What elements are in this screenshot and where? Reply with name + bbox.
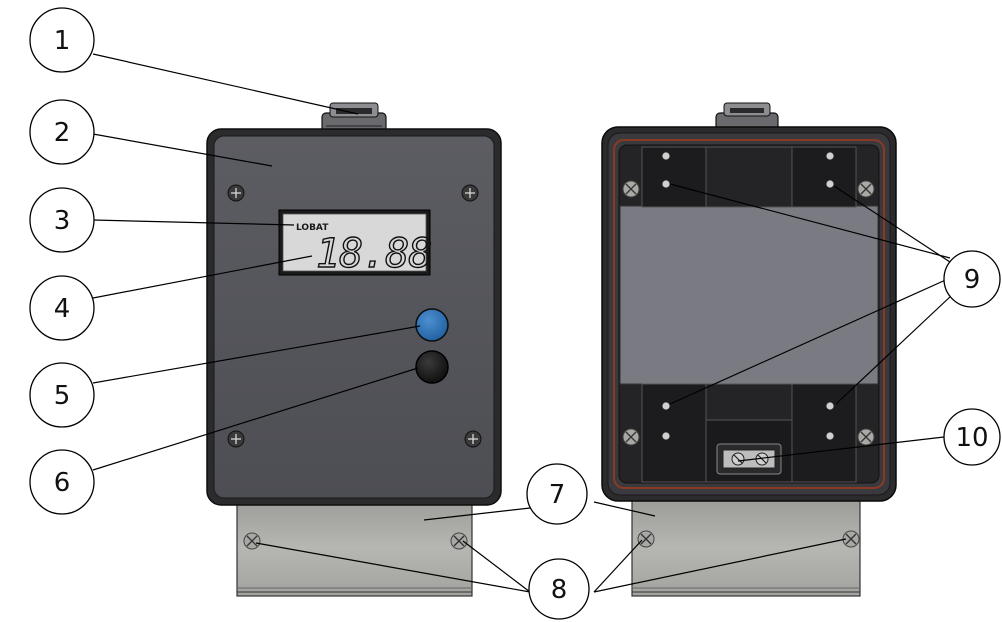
blue-push-button[interactable]	[415, 308, 449, 342]
callout-number: 9	[964, 265, 981, 295]
mounting-hole	[661, 401, 671, 411]
front-corner-screw	[461, 184, 479, 202]
mounting-hole	[825, 151, 835, 161]
bracket-screw	[637, 530, 655, 548]
callout-10: 10	[943, 408, 1001, 466]
cable-clamp	[716, 443, 782, 475]
callout-number: 10	[955, 423, 988, 453]
rear-corner-screw	[857, 428, 875, 446]
bracket-screw	[450, 532, 468, 550]
callout-number: 6	[54, 468, 71, 498]
callout-number: 4	[54, 294, 71, 324]
lcd-digits: 18.88	[316, 231, 431, 277]
leader-line	[593, 538, 847, 593]
callout-1: 1	[29, 7, 95, 73]
callout-7: 7	[526, 463, 588, 525]
front-view: LOBAT 18.88	[206, 102, 502, 597]
black-push-button[interactable]	[415, 350, 449, 384]
leader-line	[92, 133, 273, 167]
front-corner-screw	[227, 184, 245, 202]
lcd-lobat-indicator: LOBAT	[296, 223, 329, 233]
leader-line	[835, 294, 953, 405]
rear-corner-screw	[622, 428, 640, 446]
callout-number: 2	[54, 118, 71, 148]
front-corner-screw	[227, 430, 245, 448]
leader-line	[92, 367, 419, 471]
inner-panel	[619, 205, 879, 385]
callout-4: 4	[29, 275, 95, 341]
leader-line	[669, 277, 951, 405]
callout-number: 7	[549, 480, 566, 510]
top-mounting-blocks	[641, 146, 857, 208]
bracket-screw	[243, 532, 261, 550]
callout-3: 3	[29, 187, 95, 253]
front-mounting-bracket	[236, 499, 473, 597]
mounting-hole	[825, 401, 835, 411]
callout-9: 9	[943, 250, 1001, 308]
rear-corner-screw	[622, 180, 640, 198]
leader-line	[593, 539, 643, 593]
callout-5: 5	[29, 362, 95, 428]
leader-line	[593, 501, 656, 517]
front-corner-screw	[464, 430, 482, 448]
front-enclosure	[206, 128, 502, 506]
callout-2: 2	[29, 99, 95, 165]
leader-line	[462, 540, 531, 593]
callout-number: 8	[551, 575, 568, 605]
callout-number: 5	[54, 381, 71, 411]
callout-6: 6	[29, 449, 95, 515]
lcd-display: LOBAT 18.88	[278, 209, 433, 278]
leader-line	[255, 542, 531, 593]
mounting-hole	[825, 431, 835, 441]
rear-mounting-bracket	[631, 499, 861, 597]
mounting-hole	[661, 179, 671, 189]
leader-line	[833, 185, 951, 263]
leader-line	[92, 53, 359, 115]
mounting-hole	[825, 179, 835, 189]
mounting-hole	[661, 431, 671, 441]
leader-line	[669, 183, 951, 259]
callout-number: 1	[54, 26, 71, 56]
leader-line	[92, 325, 421, 384]
leader-lines	[92, 53, 953, 593]
callout-number: 3	[54, 206, 71, 236]
leader-line	[92, 219, 295, 226]
leader-line	[92, 255, 313, 299]
rear-corner-screw	[857, 180, 875, 198]
rear-view	[601, 102, 897, 597]
leader-line	[737, 436, 945, 462]
bracket-screw	[842, 530, 860, 548]
callout-8: 8	[528, 558, 590, 620]
leader-line	[423, 507, 531, 521]
lid-gasket	[613, 139, 885, 489]
mounting-hole	[661, 151, 671, 161]
